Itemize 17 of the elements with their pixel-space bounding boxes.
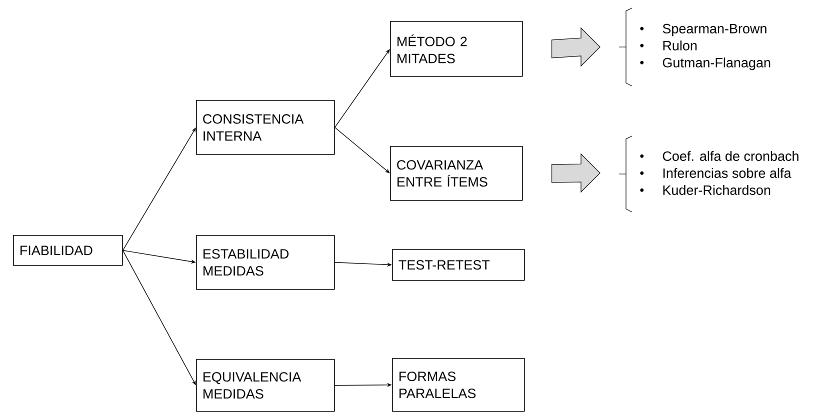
process-box: FORMAS PARALELAS — [392, 358, 525, 412]
process-box: CONSISTENCIA INTERNA — [196, 100, 335, 155]
arrow — [334, 127, 390, 174]
block-arrow — [552, 153, 600, 193]
list-item: Inferencias sobre alfa — [640, 168, 792, 178]
list-item: Spearman-Brown — [640, 24, 766, 36]
list-item: Rulon — [640, 40, 697, 50]
process-box: EQUIVALENCIA MEDIDAS — [196, 359, 335, 412]
process-box: MÉTODO 2 MITADES — [390, 21, 523, 77]
process-box: TEST-RETEST — [392, 248, 525, 281]
process-box: FIABILIDAD — [13, 235, 123, 266]
list-item: Kuder-Richardson — [640, 185, 770, 195]
list-item: Gutman-Flanagan — [640, 58, 770, 70]
list-item: Coef. alfa de cronbach — [640, 151, 798, 161]
process-box: ESTABILIDAD MEDIDAS — [196, 235, 335, 290]
process-box: COVARIANZA ENTRE ÍTEMS — [390, 146, 523, 201]
block-arrow — [552, 27, 600, 67]
